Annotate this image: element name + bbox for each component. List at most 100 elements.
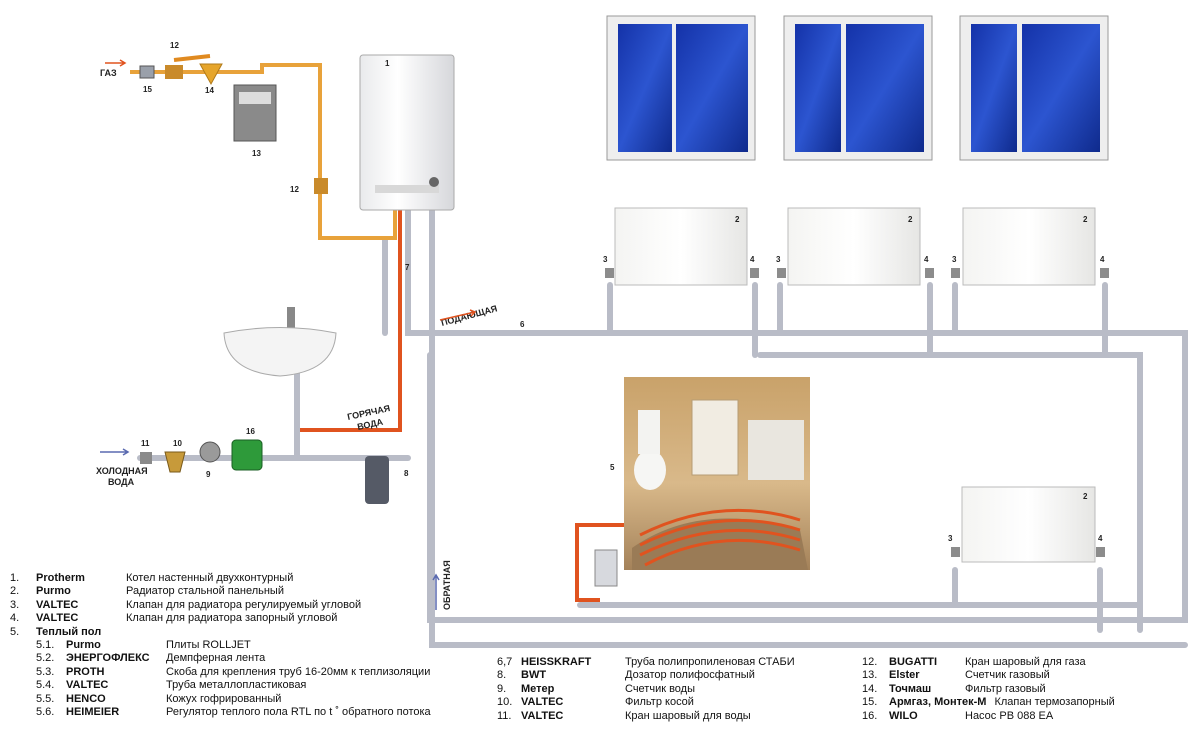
legend-description: Демпферная лента <box>166 652 266 665</box>
legend-number: 5.3. <box>36 665 55 678</box>
legend-description: Котел настенный двухконтурный <box>126 572 294 584</box>
legend-description: Счетчик газовый <box>965 669 1050 682</box>
legend-item: 5.2. ЭНЕРГОФЛЕКС Демпферная лента <box>10 652 431 665</box>
legend-brand: VALTEC <box>66 679 109 692</box>
gas-arrow <box>105 59 127 67</box>
legend-brand: Elster <box>889 669 920 682</box>
legend-description: Кран шаровый для газа <box>965 656 1086 668</box>
legend-brand: PROTH <box>66 665 105 678</box>
legend-number: 5.5. <box>36 692 55 705</box>
legend-brand: HEISSKRAFT <box>521 656 592 668</box>
legend-description: Плиты ROLLJET <box>166 639 251 652</box>
legend-brand: HENCO <box>66 692 106 705</box>
label-2: 2 <box>1083 492 1088 501</box>
legend-description: Кран шаровый для воды <box>625 709 751 722</box>
legend-brand: Protherm <box>36 572 85 584</box>
legend-number: 13. <box>862 669 878 682</box>
legend-number: 9. <box>497 682 507 695</box>
hot-water-pipe <box>300 210 628 602</box>
legend-brand: VALTEC <box>521 709 564 722</box>
label-4: 4 <box>1100 255 1105 264</box>
legend-description: Труба полипропиленовая СТАБИ <box>625 656 795 668</box>
legend-brand: Метер <box>521 682 555 695</box>
legend-item: 5.5. HENCO Кожух гофрированный <box>10 693 431 706</box>
label-14: 14 <box>205 86 214 95</box>
label-9: 9 <box>206 470 211 479</box>
cold-water-label-1: ХОЛОДНАЯ <box>96 466 148 476</box>
legend-brand: ЭНЕРГОФЛЕКС <box>66 652 150 665</box>
legend-number: 4. <box>10 612 20 625</box>
legend-description: Кожух гофрированный <box>166 692 282 705</box>
cold-water-arrow <box>100 448 130 456</box>
legend-number: 10. <box>497 696 513 709</box>
label-13: 13 <box>252 149 261 158</box>
label-2: 2 <box>735 215 740 224</box>
legend-description: Регулятор теплого пола RTL по t ˚ обратн… <box>166 706 431 719</box>
return-label: ОБРАТНАЯ <box>442 560 452 610</box>
label-2: 2 <box>908 215 913 224</box>
label-4: 4 <box>1098 534 1103 543</box>
legend-brand: BWT <box>521 669 547 682</box>
underfloor-heating-image: 5 <box>610 377 810 570</box>
oblique-filter: 10 <box>164 439 186 473</box>
legend-number: 1. <box>10 572 20 584</box>
legend-brand: Точмаш <box>889 682 932 695</box>
legend-number: 2. <box>10 585 20 598</box>
heating-pipes <box>137 207 1188 648</box>
legend-brand: VALTEC <box>521 696 564 709</box>
legend-description: Скоба для крепления труб 16-20мм к тепли… <box>166 665 431 678</box>
legend-brand: WILO <box>889 709 918 722</box>
legend-description: Счетчик воды <box>625 682 696 695</box>
legend-number: 8. <box>497 669 507 682</box>
label-4: 4 <box>750 255 755 264</box>
legend-number: 5.6. <box>36 706 55 719</box>
legend-brand: BUGATTI <box>889 656 938 668</box>
label-6: 6 <box>520 320 525 329</box>
legend-description: Дозатор полифосфатный <box>625 669 755 682</box>
legend-number: 5.2. <box>36 652 55 665</box>
legend-description: Клапан для радиатора регулируемый углово… <box>126 598 362 611</box>
ball-valve-water: 11 <box>140 439 152 464</box>
legend-number: 5. <box>10 625 20 638</box>
legend-number: 3. <box>10 598 20 611</box>
legend-item: 13. Elster Счетчик газовый <box>862 669 1115 682</box>
legend-description: Труба металлопластиковая <box>166 679 307 692</box>
legend-item: 5.Теплый пол <box>10 626 431 639</box>
legend-brand: Purmo <box>66 639 101 652</box>
window-1 <box>606 15 756 161</box>
label-10: 10 <box>173 439 182 448</box>
floor-regulator <box>594 549 618 587</box>
label-1: 1 <box>385 59 390 68</box>
washbasin <box>223 307 337 377</box>
legend-brand: HEIMEIER <box>66 706 120 719</box>
legend-number: 12. <box>862 656 878 668</box>
label-12: 12 <box>170 41 179 50</box>
label-2: 2 <box>1083 215 1088 224</box>
gas-label: ГАЗ <box>100 68 117 78</box>
label-8: 8 <box>404 469 409 478</box>
legend-brand: Армгаз, Монтек-М <box>889 696 987 709</box>
legend-description: Фильтр газовый <box>965 682 1046 695</box>
gas-thermal-valve: 15 <box>139 65 155 94</box>
label-15: 15 <box>143 85 152 94</box>
legend-brand: VALTEC <box>36 612 79 625</box>
legend-item: 9. Метер Счетчик воды <box>497 683 795 696</box>
legend-item: 5.6. HEIMEIER Регулятор теплого пола RTL п… <box>10 706 431 719</box>
label-4: 4 <box>924 255 929 264</box>
radiator-4: 2 <box>961 486 1096 563</box>
label-3: 3 <box>776 255 781 264</box>
circulation-pump: 16 <box>231 427 263 471</box>
legend-item: 8. BWT Дозатор полифосфатный <box>497 669 795 682</box>
radiator-3: 2 <box>962 207 1096 286</box>
